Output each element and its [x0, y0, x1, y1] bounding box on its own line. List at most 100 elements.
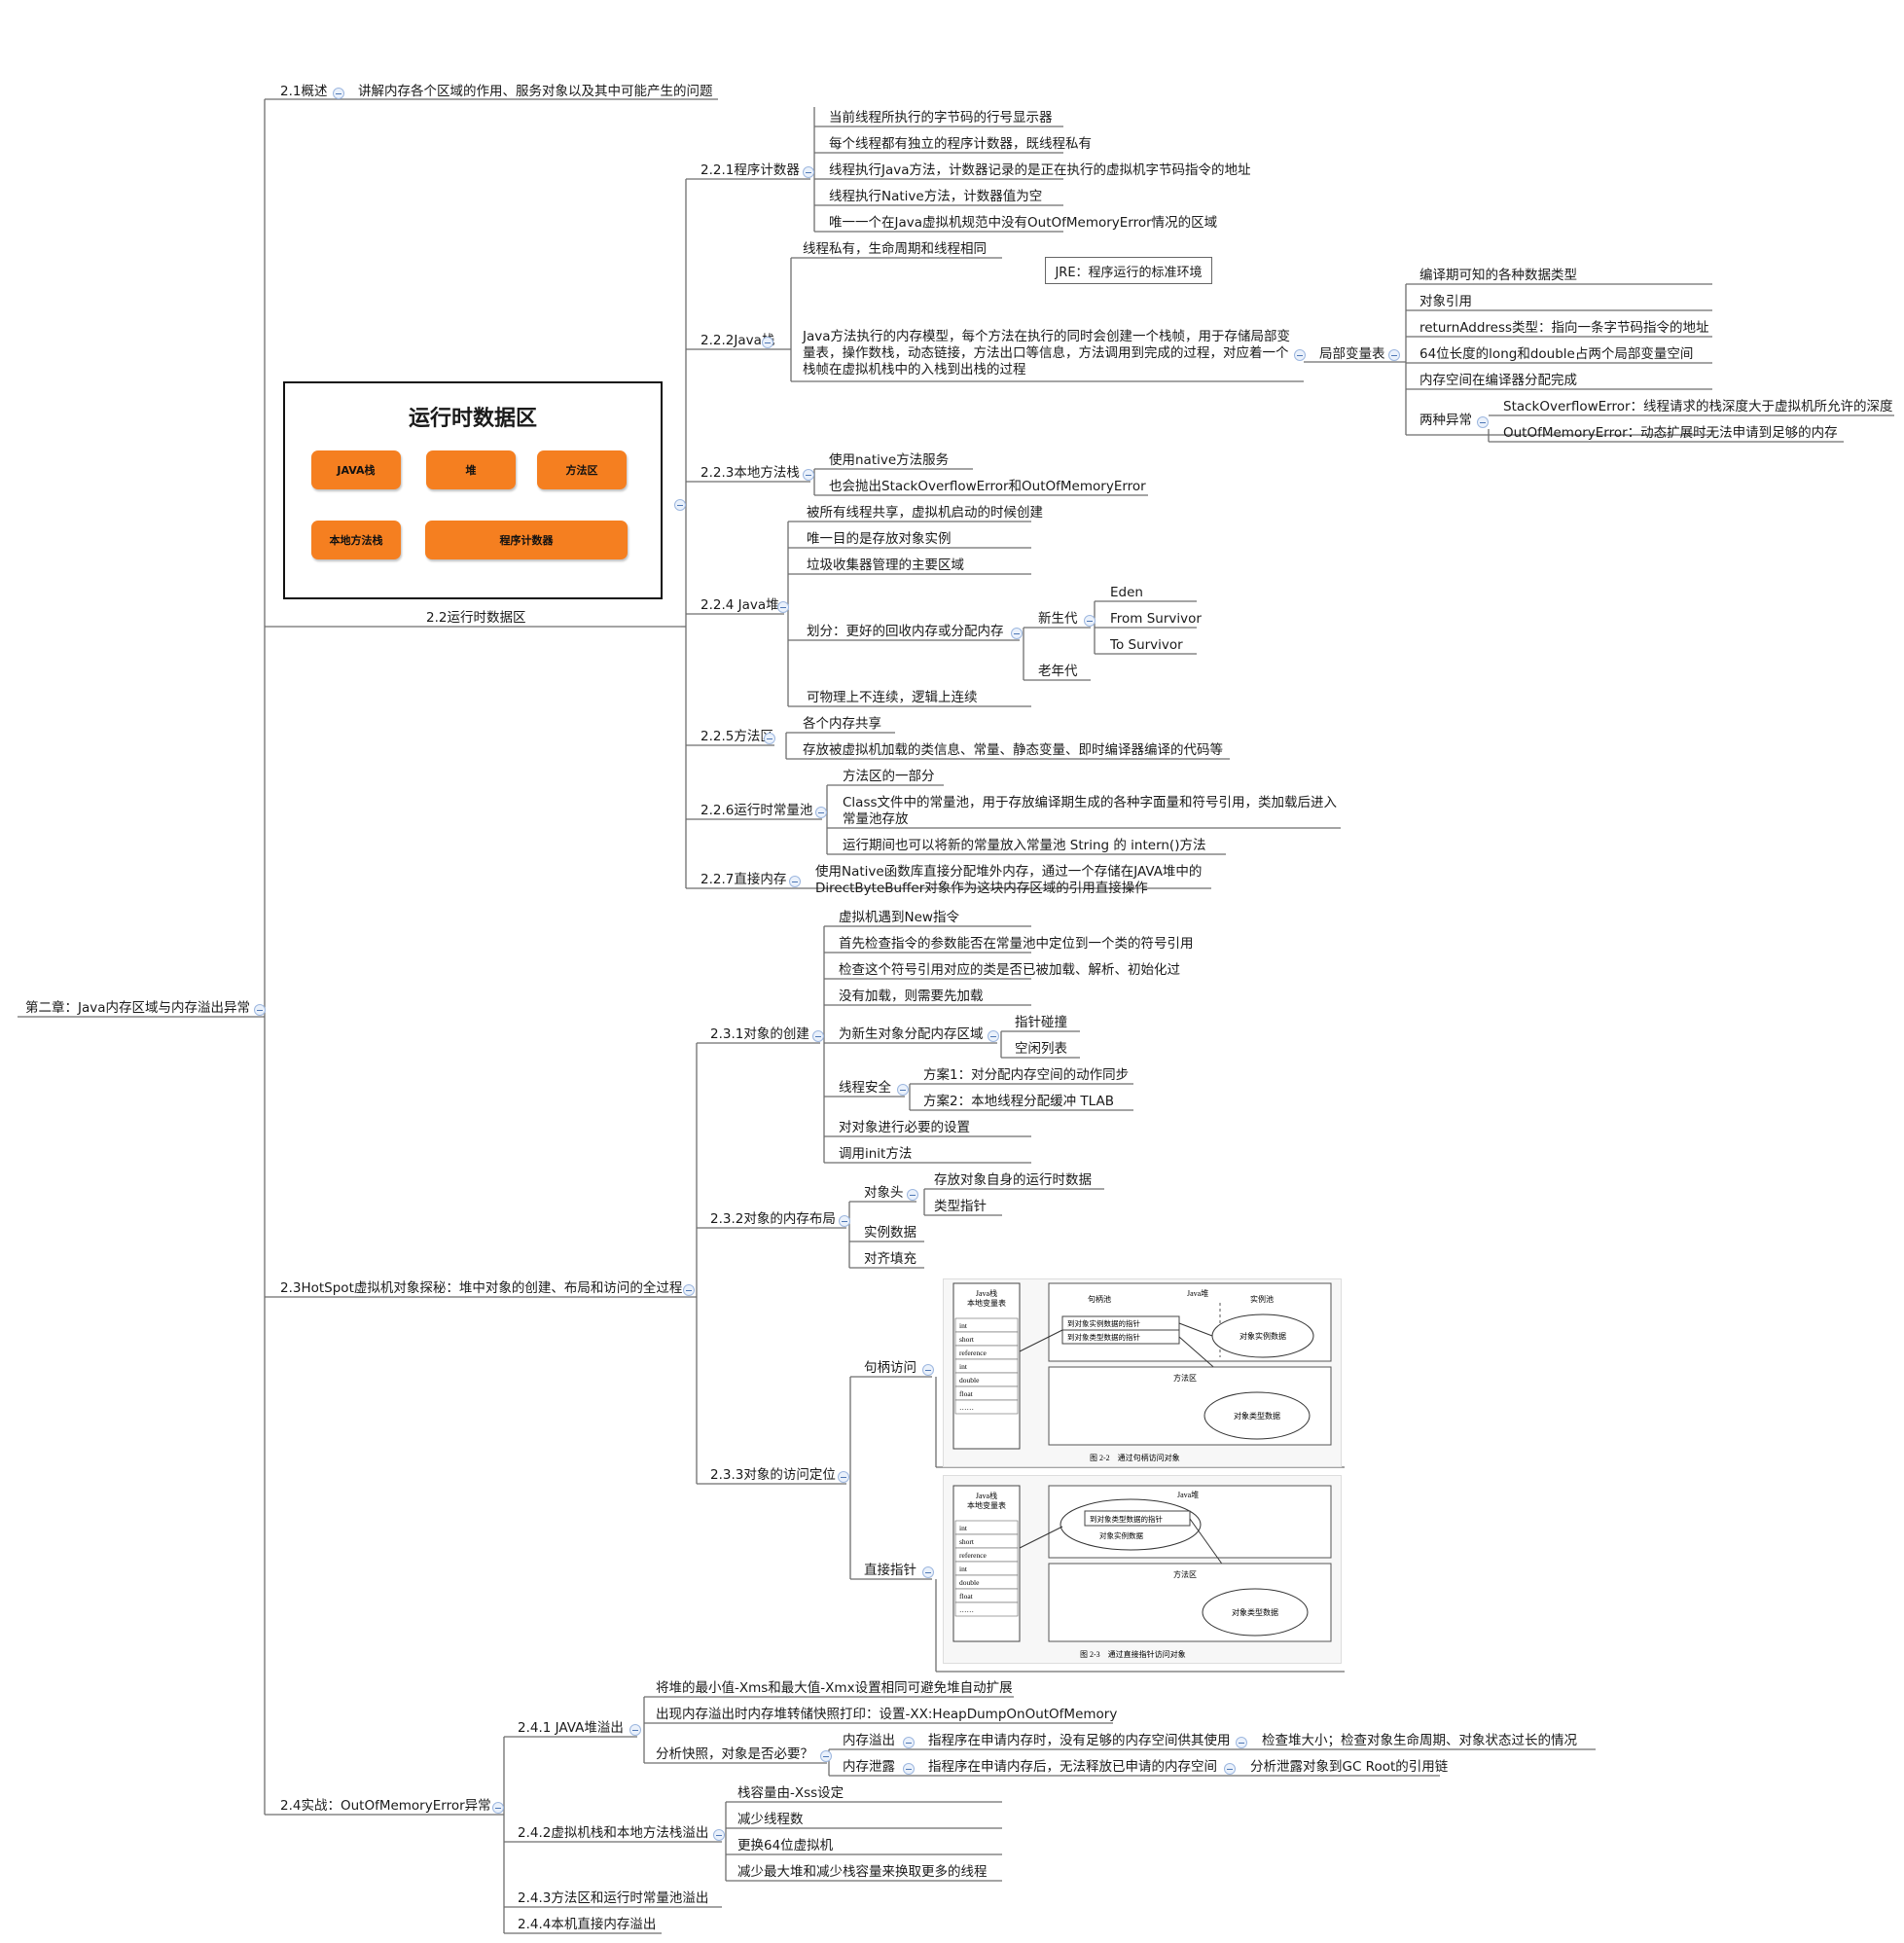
free-list[interactable]: 空闲列表: [1015, 1041, 1067, 1057]
topic-2-2-2[interactable]: 2.2.2Java栈: [701, 333, 775, 348]
collapse-icon[interactable]: [492, 1802, 504, 1814]
safety-plan-2[interactable]: 方案2：本地线程分配缓冲 TLAB: [923, 1094, 1114, 1109]
collapse-icon[interactable]: [762, 337, 773, 348]
leak-fix[interactable]: 分析泄露对象到GC Root的引用链: [1250, 1759, 1449, 1775]
topic-2-4-2[interactable]: 2.4.2虚拟机栈和本地方法栈溢出: [518, 1825, 709, 1841]
collapse-icon[interactable]: [903, 1763, 915, 1775]
heap-division[interactable]: 划分：更好的回收内存或分配内存: [807, 624, 1004, 639]
collapse-icon[interactable]: [1224, 1763, 1236, 1775]
rcp-item-1[interactable]: 方法区的一部分: [843, 769, 935, 784]
overflow-fix[interactable]: 检查堆大小；检查对象生命周期、对象状态过长的情况: [1262, 1733, 1577, 1748]
collapse-icon[interactable]: [333, 88, 344, 99]
oom-stack-item-1[interactable]: 栈容量由-Xss设定: [737, 1785, 844, 1801]
collapse-icon[interactable]: [803, 469, 814, 481]
pc-item-5[interactable]: 唯一一个在Java虚拟机规范中没有OutOfMemoryError情况的区域: [829, 215, 1218, 231]
topic-2-2-3[interactable]: 2.2.3本地方法栈: [701, 465, 800, 481]
create-item-4[interactable]: 没有加载，则需要先加载: [839, 989, 984, 1004]
collapse-icon[interactable]: [789, 876, 801, 887]
native-item-2[interactable]: 也会抛出StackOverflowError和OutOfMemoryError: [829, 479, 1146, 494]
collapse-icon[interactable]: [713, 1829, 725, 1841]
heap-item-1[interactable]: 被所有线程共享，虚拟机启动的时候创建: [807, 505, 1043, 521]
collapse-icon[interactable]: [1388, 349, 1400, 361]
topic-2-2-7[interactable]: 2.2.7直接内存: [701, 872, 787, 887]
topic-2-4-3[interactable]: 2.4.3方法区和运行时常量池溢出: [518, 1890, 709, 1906]
collapse-icon[interactable]: [907, 1189, 918, 1201]
topic-2-3-1[interactable]: 2.3.1对象的创建: [710, 1026, 809, 1042]
alignment-padding[interactable]: 对齐填充: [864, 1251, 916, 1267]
collapse-icon[interactable]: [838, 1471, 849, 1483]
stack-model[interactable]: Java方法执行的内存模型，每个方法在执行的同时会创建一个栈帧，用于存储局部变量…: [803, 329, 1291, 378]
collapse-icon[interactable]: [764, 733, 775, 744]
collapse-icon[interactable]: [1236, 1737, 1247, 1748]
to-survivor[interactable]: To Survivor: [1110, 637, 1183, 653]
leak-desc[interactable]: 指程序在申请内存后，无法释放已申请的内存空间: [928, 1759, 1217, 1775]
collapse-icon[interactable]: [1477, 416, 1489, 428]
lvt-item-2[interactable]: 对象引用: [1419, 294, 1472, 309]
topic-2-3[interactable]: 2.3HotSpot虚拟机对象探秘：堆中对象的创建、布局和访问的全过程: [280, 1280, 683, 1296]
topic-2-2[interactable]: 2.2运行时数据区: [426, 610, 526, 626]
direct-pointer[interactable]: 直接指针: [864, 1563, 916, 1578]
topic-2-2-5[interactable]: 2.2.5方法区: [701, 729, 773, 744]
lvt-item-3[interactable]: returnAddress类型：指向一条字节码指令的地址: [1419, 320, 1709, 336]
exception-oom[interactable]: OutOfMemoryError：动态扩展时无法申请到足够的内存: [1503, 425, 1838, 441]
overflow-desc[interactable]: 指程序在申请内存时，没有足够的内存空间供其使用: [928, 1733, 1231, 1748]
collapse-icon[interactable]: [683, 1284, 695, 1296]
topic-2-2-1[interactable]: 2.2.1程序计数器: [701, 162, 800, 178]
collapse-icon[interactable]: [897, 1084, 909, 1096]
collapse-icon[interactable]: [1084, 615, 1096, 627]
header-item-2[interactable]: 类型指针: [934, 1199, 987, 1214]
create-tail-2[interactable]: 调用init方法: [839, 1146, 913, 1162]
eden[interactable]: Eden: [1110, 585, 1143, 600]
method-item-2[interactable]: 存放被虚拟机加载的类信息、常量、静态变量、即时编译器编译的代码等: [803, 742, 1223, 758]
create-item-1[interactable]: 虚拟机遇到New指令: [839, 910, 959, 925]
collapse-icon[interactable]: [1294, 349, 1306, 361]
collapse-icon[interactable]: [803, 166, 814, 178]
topic-2-4[interactable]: 2.4实战：OutOfMemoryError异常: [280, 1798, 491, 1814]
collapse-icon[interactable]: [903, 1737, 915, 1748]
young-gen[interactable]: 新生代: [1038, 611, 1078, 627]
collapse-icon[interactable]: [922, 1364, 934, 1376]
topic-2-1[interactable]: 2.1概述: [280, 84, 328, 99]
collapse-icon[interactable]: [922, 1566, 934, 1578]
native-item-1[interactable]: 使用native方法服务: [829, 452, 950, 468]
oom-stack-item-3[interactable]: 更换64位虚拟机: [737, 1838, 834, 1853]
heap-item-3[interactable]: 垃圾收集器管理的主要区域: [807, 558, 964, 573]
topic-2-3-2[interactable]: 2.3.2对象的内存布局: [710, 1211, 836, 1227]
rcp-item-2[interactable]: Class文件中的常量池，用于存放编译期生成的各种字面量和符号引用，类加载后进入…: [843, 795, 1338, 827]
root-topic[interactable]: 第二章：Java内存区域与内存溢出异常: [25, 1000, 251, 1016]
collapse-icon[interactable]: [674, 499, 686, 511]
lvt-item-5[interactable]: 内存空间在编译器分配完成: [1419, 373, 1577, 388]
topic-2-2-6[interactable]: 2.2.6运行时常量池: [701, 803, 813, 818]
memory-overflow[interactable]: 内存溢出: [843, 1733, 895, 1748]
collapse-icon[interactable]: [839, 1215, 850, 1227]
local-var-table[interactable]: 局部变量表: [1319, 346, 1385, 362]
pc-item-4[interactable]: 线程执行Native方法，计数器值为空: [829, 189, 1043, 204]
collapse-icon[interactable]: [1011, 628, 1023, 639]
collapse-icon[interactable]: [254, 1004, 266, 1016]
collapse-icon[interactable]: [629, 1724, 641, 1736]
oom-stack-item-2[interactable]: 减少线程数: [737, 1812, 804, 1827]
method-item-1[interactable]: 各个内存共享: [803, 716, 881, 732]
handle-access[interactable]: 句柄访问: [864, 1360, 916, 1376]
collapse-icon[interactable]: [812, 1030, 824, 1042]
topic-2-4-4[interactable]: 2.4.4本机直接内存溢出: [518, 1917, 657, 1932]
oom-heap-item-2[interactable]: 出现内存溢出时内存堆转储快照打印：设置-XX:HeapDumpOnOutOfMe…: [656, 1707, 1118, 1722]
create-item-3[interactable]: 检查这个符号引用对应的类是否已被加载、解析、初始化过: [839, 962, 1180, 978]
thread-safety[interactable]: 线程安全: [839, 1080, 891, 1096]
header-item-1[interactable]: 存放对象自身的运行时数据: [934, 1172, 1092, 1188]
alloc-memory[interactable]: 为新生对象分配内存区域: [839, 1026, 984, 1042]
analyze-snapshot[interactable]: 分析快照，对象是否必要？: [656, 1746, 813, 1762]
collapse-icon[interactable]: [777, 601, 789, 613]
stack-private[interactable]: 线程私有，生命周期和线程相同: [803, 241, 987, 257]
pc-item-1[interactable]: 当前线程所执行的字节码的行号显示器: [829, 110, 1053, 126]
safety-plan-1[interactable]: 方案1：对分配内存空间的动作同步: [923, 1067, 1130, 1083]
topic-2-2-4[interactable]: 2.2.4 Java堆: [701, 597, 779, 613]
exception-sof[interactable]: StackOverflowError：线程请求的栈深度大于虚拟机所允许的深度: [1503, 399, 1893, 414]
heap-item-2[interactable]: 唯一目的是存放对象实例: [807, 531, 952, 547]
collapse-icon[interactable]: [815, 807, 827, 818]
collapse-icon[interactable]: [820, 1750, 832, 1762]
object-header[interactable]: 对象头: [864, 1185, 904, 1201]
collapse-icon[interactable]: [988, 1030, 999, 1042]
memory-leak[interactable]: 内存泄露: [843, 1759, 895, 1775]
oom-stack-item-4[interactable]: 减少最大堆和减少栈容量来换取更多的线程: [737, 1864, 988, 1880]
